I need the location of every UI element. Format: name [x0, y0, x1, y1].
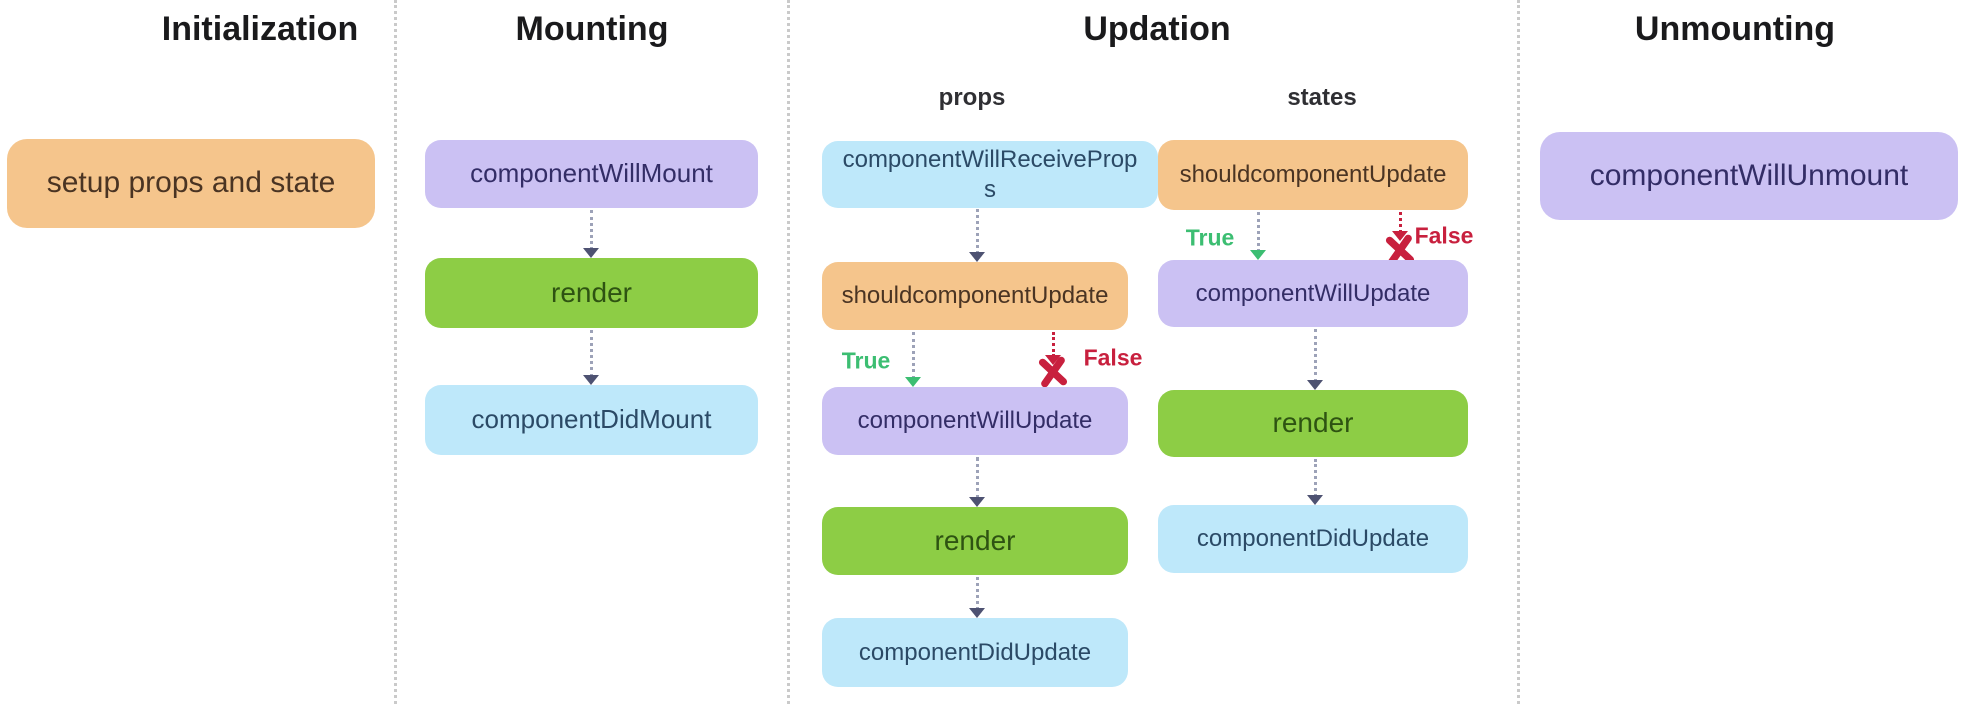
divider-mounting-updation [787, 0, 790, 704]
label-false-states: False [1414, 222, 1474, 249]
x-cross-icon [1038, 356, 1068, 388]
box-componentdidupdate-states: componentDidUpdate [1158, 505, 1468, 573]
flow-arrow-icon [1307, 329, 1323, 390]
box-componentwillupdate-props: componentWillUpdate [822, 387, 1128, 455]
box-render-props: render [822, 507, 1128, 575]
x-cross-icon [1385, 234, 1415, 266]
title-initialization: Initialization [161, 10, 359, 48]
box-componentwillupdate-states: componentWillUpdate [1158, 260, 1468, 327]
box-componentdidmount: componentDidMount [425, 385, 758, 455]
flow-arrow-icon [583, 210, 599, 258]
flow-arrow-icon [969, 209, 985, 262]
flow-arrow-icon [969, 577, 985, 618]
subtitle-states: states [1287, 84, 1357, 111]
title-unmounting: Unmounting [1634, 10, 1836, 48]
divider-initialization-mounting [394, 0, 397, 704]
divider-updation-unmounting [1517, 0, 1520, 704]
false-branch-arrow-icon [1392, 212, 1408, 241]
box-setup-props-and-state: setup props and state [7, 139, 375, 228]
box-shouldcomponentupdate-props: shouldcomponentUpdate [822, 262, 1128, 330]
box-shouldcomponentupdate-states: shouldcomponentUpdate [1158, 140, 1468, 210]
flow-arrow-icon [583, 330, 599, 385]
box-render-mounting: render [425, 258, 758, 328]
box-componentdidupdate-props: componentDidUpdate [822, 618, 1128, 687]
label-false-props: False [1083, 344, 1143, 371]
box-render-states: render [1158, 390, 1468, 457]
label-true-states: True [1185, 224, 1235, 251]
subtitle-props: props [938, 84, 1006, 111]
flow-arrow-icon [1307, 459, 1323, 505]
title-updation: Updation [1083, 10, 1231, 48]
label-true-props: True [841, 347, 891, 374]
box-componentwillunmount: componentWillUnmount [1540, 132, 1958, 220]
true-branch-arrow-icon [905, 332, 921, 387]
false-branch-arrow-icon [1045, 332, 1061, 365]
true-branch-arrow-icon [1250, 212, 1266, 260]
title-mounting: Mounting [515, 10, 669, 48]
flow-arrow-icon [969, 457, 985, 507]
box-componentwillmount: componentWillMount [425, 140, 758, 208]
box-componentwillreceiveprops: componentWillReceiveProps [822, 141, 1158, 208]
